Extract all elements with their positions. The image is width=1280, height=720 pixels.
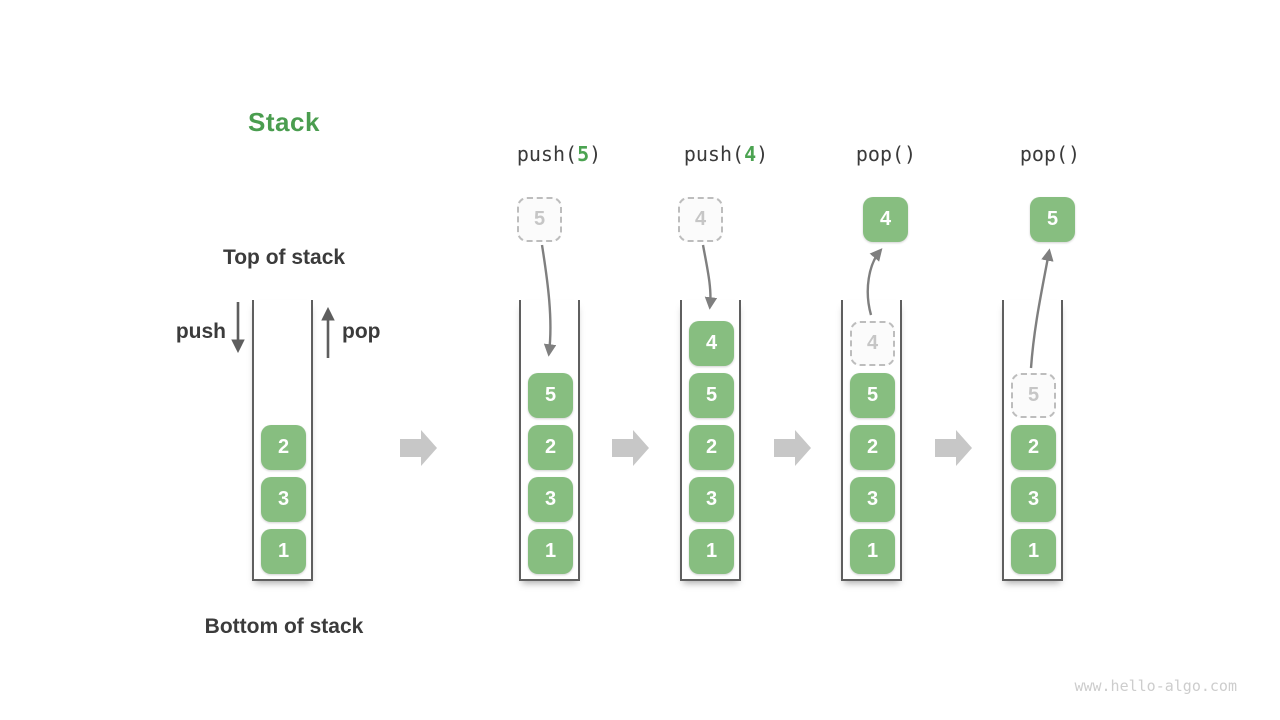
operation-label-pop-2: pop() (1019, 142, 1081, 166)
op-text: push( (516, 142, 578, 166)
op-text: push( (683, 142, 745, 166)
stack-box: 4 (689, 321, 734, 366)
stack-box: 3 (1011, 477, 1056, 522)
push-4-arrow-icon (701, 244, 718, 310)
stack-container-after-pop-4: 4 5 2 3 1 (841, 300, 902, 581)
stack-box: 2 (689, 425, 734, 470)
stack-box: 2 (1011, 425, 1056, 470)
stack-box: 5 (689, 373, 734, 418)
push-label: push (175, 320, 226, 343)
stack-box: 3 (528, 477, 573, 522)
transition-arrow-icon (935, 430, 972, 466)
stack-box: 2 (850, 425, 895, 470)
stack-container-after-push-5: 5 2 3 1 (519, 300, 580, 581)
watermark: www.hello-algo.com (1074, 677, 1237, 695)
operation-label-push-4: push(4) (684, 142, 768, 166)
transition-arrow-icon (774, 430, 811, 466)
stack-container-after-pop-5: 5 2 3 1 (1002, 300, 1063, 581)
stack-box: 2 (528, 425, 573, 470)
stack-box: 3 (850, 477, 895, 522)
stack-box: 5 (850, 373, 895, 418)
incoming-ghost-box: 5 (517, 197, 562, 242)
stack-box: 1 (261, 529, 306, 574)
transition-arrow-icon (400, 430, 437, 466)
stack-container-initial: 2 3 1 (252, 300, 313, 581)
op-text: ) (756, 142, 769, 166)
incoming-ghost-box: 4 (678, 197, 723, 242)
op-arg: 5 (577, 142, 590, 166)
stack-box: 3 (689, 477, 734, 522)
removed-ghost-box: 4 (850, 321, 895, 366)
stack-box: 1 (1011, 529, 1056, 574)
stack-container-after-push-4: 4 5 2 3 1 (680, 300, 741, 581)
operation-label-push-5: push(5) (517, 142, 601, 166)
popped-value-box: 4 (863, 197, 908, 242)
stack-box: 1 (528, 529, 573, 574)
stack-box: 3 (261, 477, 306, 522)
stack-box: 1 (850, 529, 895, 574)
op-text: ) (589, 142, 602, 166)
stack-box: 5 (528, 373, 573, 418)
stack-box: 2 (261, 425, 306, 470)
pop-label: pop (342, 320, 381, 343)
diagram-title: Stack (248, 107, 320, 137)
op-arg: 4 (744, 142, 757, 166)
stack-box: 1 (689, 529, 734, 574)
operation-label-pop-1: pop() (855, 142, 917, 166)
top-of-stack-label: Top of stack (222, 246, 346, 269)
removed-ghost-box: 5 (1011, 373, 1056, 418)
popped-value-box: 5 (1030, 197, 1075, 242)
transition-arrow-icon (612, 430, 649, 466)
bottom-of-stack-label: Bottom of stack (204, 615, 364, 638)
